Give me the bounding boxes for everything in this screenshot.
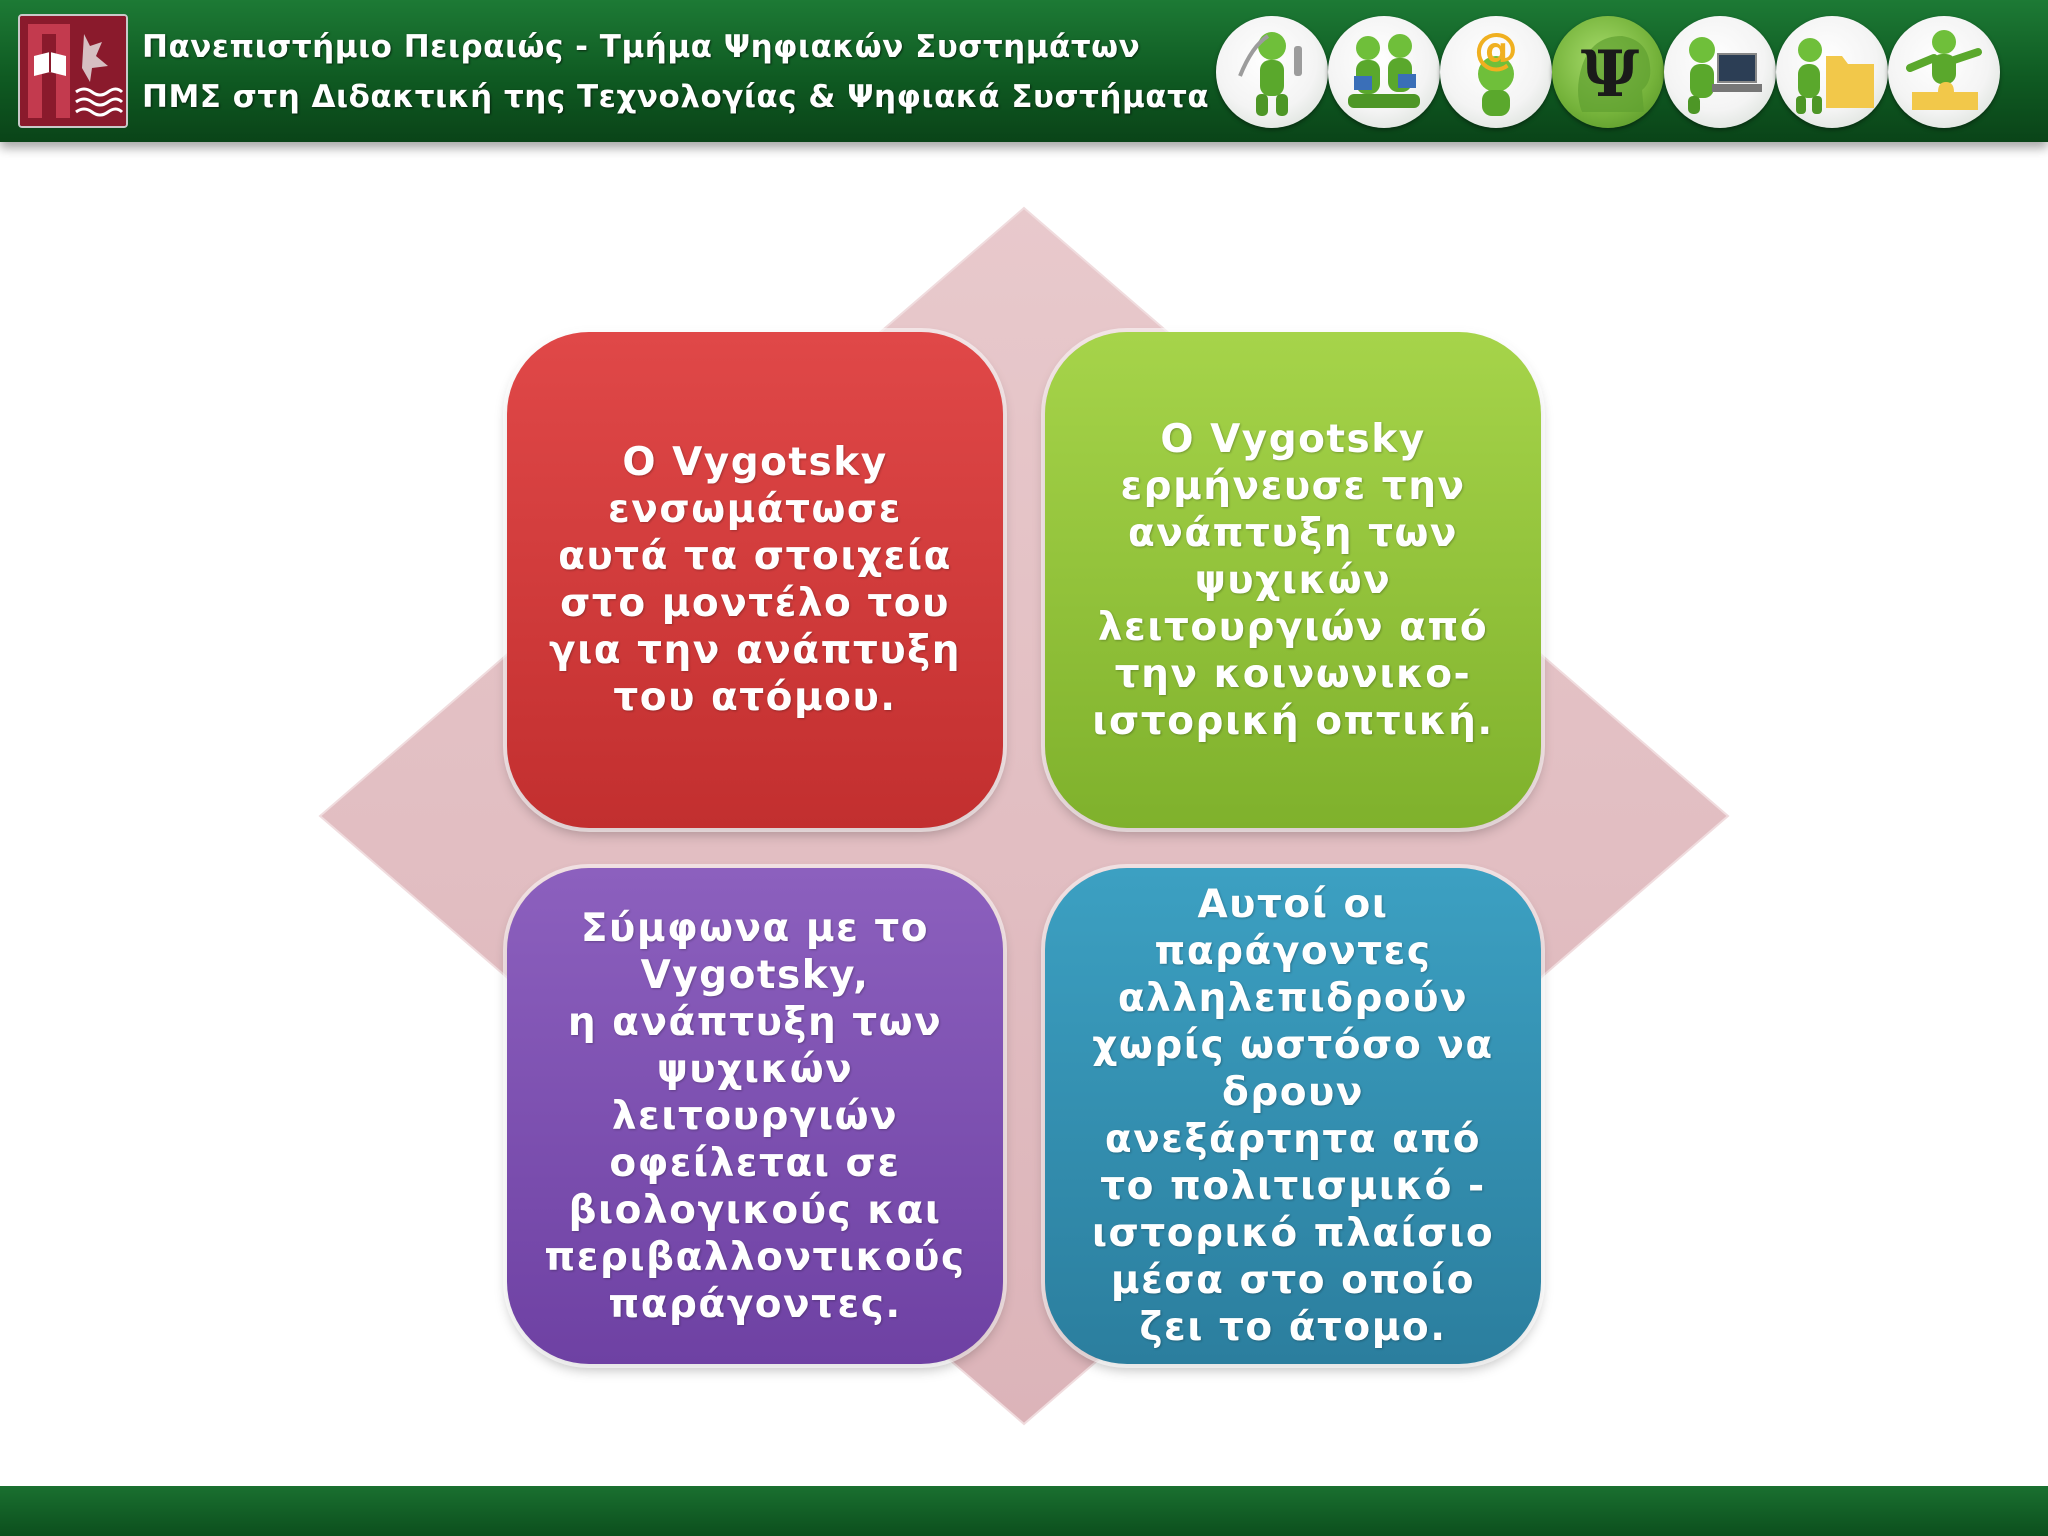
university-logo (18, 14, 128, 128)
header-icon-strip: @ Ψ (1216, 16, 2036, 128)
tile-teal: Αυτοί οι παράγοντες αλληλεπιδρούν χωρίς … (1045, 868, 1541, 1364)
svg-text:Ψ: Ψ (1581, 37, 1640, 112)
headset-person-icon (1216, 16, 1328, 128)
tile-purple-text: Σύμφωνα με το Vygotsky, η ανάπτυξη των ψ… (544, 905, 966, 1327)
header-subtitle: ΠΜΣ στη Διδακτική της Τεχνολογίας & Ψηφι… (142, 79, 1210, 115)
tile-red: Ο Vygotsky ενσωμάτωσε αυτά τα στοιχεία σ… (507, 332, 1003, 828)
tile-green-text: Ο Vygotsky ερμήνευσε την ανάπτυξη των ψυ… (1092, 416, 1494, 744)
tile-purple: Σύμφωνα με το Vygotsky, η ανάπτυξη των ψ… (507, 868, 1003, 1364)
tile-teal-text: Αυτοί οι παράγοντες αλληλεπιδρούν χωρίς … (1091, 882, 1495, 1350)
psi-head-icon: Ψ (1552, 16, 1664, 128)
folder-person-icon (1776, 16, 1888, 128)
reading-people-icon (1328, 16, 1440, 128)
laptop-person-icon (1664, 16, 1776, 128)
tile-green: Ο Vygotsky ερμήνευσε την ανάπτυξη των ψυ… (1045, 332, 1541, 828)
puzzle-person-icon (1888, 16, 2000, 128)
footer-bar (0, 1486, 2048, 1536)
tile-red-text: Ο Vygotsky ενσωμάτωσε αυτά τα στοιχεία σ… (549, 440, 961, 720)
header-title: Πανεπιστήμιο Πειραιώς - Τμήμα Ψηφιακών Σ… (142, 29, 1141, 65)
svg-text:@: @ (1474, 24, 1518, 75)
header-bar: Πανεπιστήμιο Πειραιώς - Τμήμα Ψηφιακών Σ… (0, 0, 2048, 142)
at-sign-person-icon: @ (1440, 16, 1552, 128)
